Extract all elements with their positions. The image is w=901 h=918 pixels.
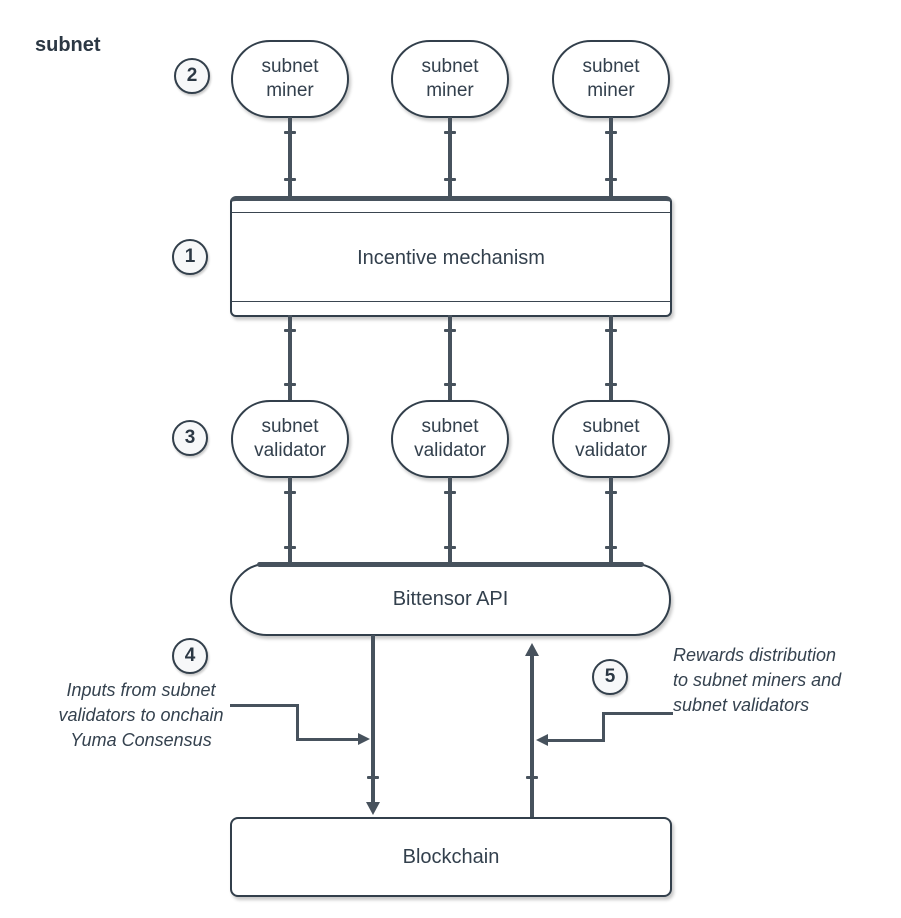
connector-tick: [444, 491, 456, 494]
connector-blockchain-api-up: [530, 655, 534, 818]
connector-miner3-incentive: [609, 117, 613, 197]
subnet-corner-label: subnet: [35, 34, 101, 56]
step-badge-3-number: 3: [184, 427, 196, 448]
connector-tick: [605, 383, 617, 386]
connector-tick: [526, 776, 538, 779]
connector-tick: [284, 383, 296, 386]
connector-tick: [444, 383, 456, 386]
connector-validator2-api: [448, 477, 452, 564]
blockchain-label: Blockchain: [402, 845, 500, 868]
connector-tick: [367, 776, 379, 779]
connector-incentive-validator2: [448, 315, 452, 401]
arrow-down-icon: [366, 802, 380, 815]
connector-tick: [444, 131, 456, 134]
annotation-rewards-distribution: Rewards distribution to subnet miners an…: [673, 645, 842, 715]
subnet-miner-node-2: subnet miner: [391, 40, 509, 118]
annotation5-connector-h2: [548, 739, 605, 742]
arrow-right-icon: [358, 733, 370, 745]
annotation4-connector-h2: [296, 738, 359, 741]
incentive-header-divider: [232, 212, 670, 213]
incentive-footer-divider: [232, 301, 670, 302]
annotation4-connector-v: [296, 704, 299, 741]
step-badge-4: 4: [172, 638, 208, 674]
connector-validator3-api: [609, 477, 613, 564]
subnet-miner-node-3: subnet miner: [552, 40, 670, 118]
step-badge-2: 2: [174, 58, 210, 94]
connector-tick: [605, 131, 617, 134]
connector-miner1-incentive: [288, 117, 292, 197]
incentive-mechanism-label: Incentive mechanism: [357, 246, 545, 269]
subnet-validator-label: subnet validator: [575, 416, 647, 461]
step-badge-3: 3: [172, 420, 208, 456]
connector-validator1-api: [288, 477, 292, 564]
step-badge-5: 5: [592, 659, 628, 695]
subnet-validator-node-3: subnet validator: [552, 400, 670, 478]
connector-tick: [284, 491, 296, 494]
bittensor-api-node: Bittensor API: [230, 562, 671, 636]
step-badge-1-number: 1: [184, 246, 196, 267]
connector-tick: [284, 131, 296, 134]
connector-tick: [444, 178, 456, 181]
subnet-validator-node-1: subnet validator: [231, 400, 349, 478]
connector-api-blockchain-down: [371, 635, 375, 803]
connector-tick: [444, 329, 456, 332]
step-badge-4-number: 4: [184, 645, 196, 666]
connector-tick: [284, 178, 296, 181]
subnet-validator-label: subnet validator: [254, 416, 326, 461]
subnet-miner-node-1: subnet miner: [231, 40, 349, 118]
connector-tick: [284, 329, 296, 332]
connector-incentive-validator1: [288, 315, 292, 401]
connector-tick: [605, 178, 617, 181]
subnet-miner-label: subnet miner: [261, 56, 319, 101]
annotation-yuma-consensus: Inputs from subnet validators to onchain…: [58, 680, 224, 750]
annotation5-connector-v: [602, 712, 605, 742]
connector-miner2-incentive: [448, 117, 452, 197]
subnet-miner-label: subnet miner: [582, 56, 640, 101]
connector-tick: [605, 491, 617, 494]
step-badge-5-number: 5: [604, 666, 616, 687]
connector-tick: [444, 546, 456, 549]
annotation5-connector-h1: [602, 712, 673, 715]
arrow-left-icon: [536, 734, 548, 746]
connector-tick: [605, 329, 617, 332]
bittensor-api-label: Bittensor API: [392, 588, 509, 610]
subnet-validator-label: subnet validator: [414, 416, 486, 461]
connector-incentive-validator3: [609, 315, 613, 401]
step-badge-2-number: 2: [186, 65, 198, 86]
connector-tick: [284, 546, 296, 549]
step-badge-1: 1: [172, 239, 208, 275]
subnet-miner-label: subnet miner: [421, 56, 479, 101]
blockchain-node: Blockchain: [230, 817, 672, 897]
annotation4-connector-h1: [230, 704, 298, 707]
arrow-up-icon: [525, 643, 539, 656]
incentive-mechanism-node: Incentive mechanism: [230, 196, 672, 317]
api-top-bus-line: [257, 562, 644, 567]
subnet-validator-node-2: subnet validator: [391, 400, 509, 478]
connector-tick: [605, 546, 617, 549]
